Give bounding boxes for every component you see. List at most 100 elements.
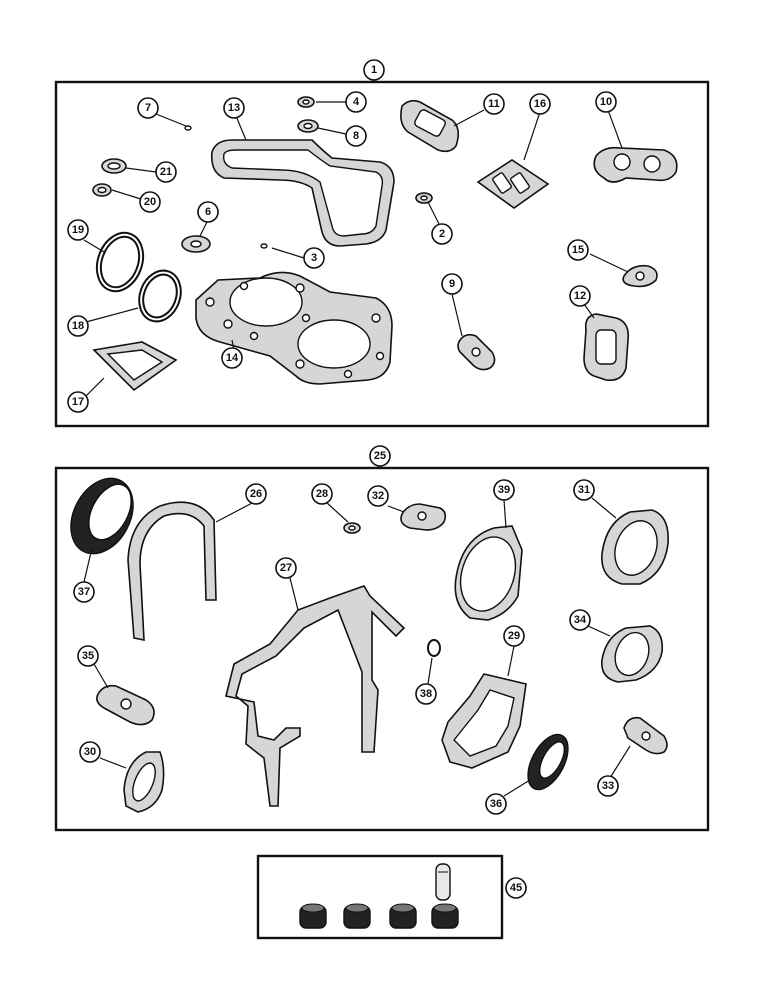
part-2-washer [415, 192, 433, 204]
leaders-panel-1 [83, 80, 629, 397]
svg-text:15: 15 [572, 244, 584, 256]
panel-valve-seal-kit [256, 854, 504, 940]
svg-text:4: 4 [353, 96, 360, 108]
svg-text:31: 31 [578, 484, 590, 496]
svg-text:14: 14 [226, 352, 239, 364]
part-30-gasket [123, 751, 165, 813]
callout-21: 21 [155, 161, 177, 183]
svg-text:1: 1 [371, 64, 377, 76]
svg-text:35: 35 [82, 650, 94, 662]
callout-28: 28 [311, 483, 333, 505]
svg-text:11: 11 [488, 98, 500, 110]
callout-15: 15 [567, 239, 589, 261]
part-13-cover-gasket [210, 139, 395, 247]
svg-text:34: 34 [574, 614, 587, 626]
svg-text:33: 33 [602, 780, 614, 792]
part-34-gasket [601, 625, 664, 683]
callout-19: 19 [67, 219, 89, 241]
panel-lower-gasket-kit [54, 466, 710, 832]
callout-1: 1 [363, 59, 385, 81]
part-36-seal [527, 733, 569, 791]
part-17-gasket [92, 341, 178, 392]
svg-text:36: 36 [490, 798, 502, 810]
callout-18: 18 [67, 315, 89, 337]
svg-text:19: 19 [72, 224, 84, 236]
callout-37: 37 [73, 581, 95, 603]
svg-text:8: 8 [353, 130, 359, 142]
part-45-valve-seal-3 [389, 903, 417, 929]
part-32-gasket [400, 503, 447, 531]
part-12-gasket [583, 313, 630, 382]
callout-10: 10 [595, 91, 617, 113]
svg-text:25: 25 [374, 450, 386, 462]
part-21-seal [101, 158, 127, 174]
svg-text:39: 39 [498, 484, 510, 496]
callout-4: 4 [345, 91, 367, 113]
svg-text:27: 27 [280, 562, 292, 574]
callout-14: 14 [221, 347, 243, 369]
svg-text:17: 17 [72, 396, 84, 408]
svg-text:30: 30 [84, 746, 96, 758]
part-45-valve-seal-1 [299, 903, 327, 929]
part-26-gasket-strip [127, 501, 217, 641]
svg-text:45: 45 [510, 882, 522, 894]
callout-32: 32 [367, 485, 389, 507]
svg-text:13: 13 [228, 102, 240, 114]
callout-39: 39 [493, 479, 515, 501]
svg-text:16: 16 [534, 98, 546, 110]
callout-45: 45 [505, 877, 527, 899]
callout-30: 30 [79, 741, 101, 763]
svg-text:21: 21 [160, 166, 172, 178]
part-35-gasket [96, 684, 155, 726]
svg-text:28: 28 [316, 488, 328, 500]
callout-20: 20 [139, 191, 161, 213]
svg-text:12: 12 [574, 290, 586, 302]
part-45-valve-seal-4 [431, 903, 459, 929]
part-9-gasket [457, 333, 496, 371]
svg-text:3: 3 [311, 252, 317, 264]
callout-35: 35 [77, 645, 99, 667]
callout-7: 7 [137, 97, 159, 119]
part-39-gasket [454, 525, 523, 621]
part-3-o-ring [260, 243, 268, 249]
svg-text:29: 29 [508, 630, 520, 642]
callout-29: 29 [503, 625, 525, 647]
svg-text:2: 2 [439, 228, 445, 240]
callout-38: 38 [415, 683, 437, 705]
part-19-o-ring [95, 231, 145, 293]
svg-text:26: 26 [250, 488, 262, 500]
part-11-gasket [400, 99, 460, 153]
callout-25: 25 [369, 445, 391, 467]
callout-3: 3 [303, 247, 325, 269]
callout-12: 12 [569, 285, 591, 307]
part-8-washer [297, 119, 319, 133]
svg-text:10: 10 [600, 96, 612, 108]
part-7-o-ring [184, 125, 192, 131]
part-45-valve-guide [435, 863, 451, 901]
callout-9: 9 [441, 273, 463, 295]
svg-text:18: 18 [72, 320, 84, 332]
part-6-washer [181, 235, 211, 253]
svg-text:38: 38 [420, 688, 432, 700]
svg-text:20: 20 [144, 196, 156, 208]
callout-16: 16 [529, 93, 551, 115]
part-37-crankshaft-seal [70, 477, 134, 555]
svg-text:32: 32 [372, 490, 384, 502]
leaders-panel-2 [83, 466, 631, 797]
part-31-gasket [601, 509, 669, 585]
svg-text:9: 9 [449, 278, 455, 290]
callout-26: 26 [245, 483, 267, 505]
part-38-o-ring [427, 639, 441, 657]
part-15-gasket [622, 264, 658, 288]
part-18-o-ring [138, 269, 182, 323]
part-10-gasket [593, 146, 678, 183]
part-14-head-gasket [195, 271, 393, 385]
callout-17: 17 [67, 391, 89, 413]
callout-13: 13 [223, 97, 245, 119]
callout-27: 27 [275, 557, 297, 579]
callout-36: 36 [485, 793, 507, 815]
part-20-seal [92, 183, 112, 197]
callout-8: 8 [345, 125, 367, 147]
callout-2: 2 [431, 223, 453, 245]
